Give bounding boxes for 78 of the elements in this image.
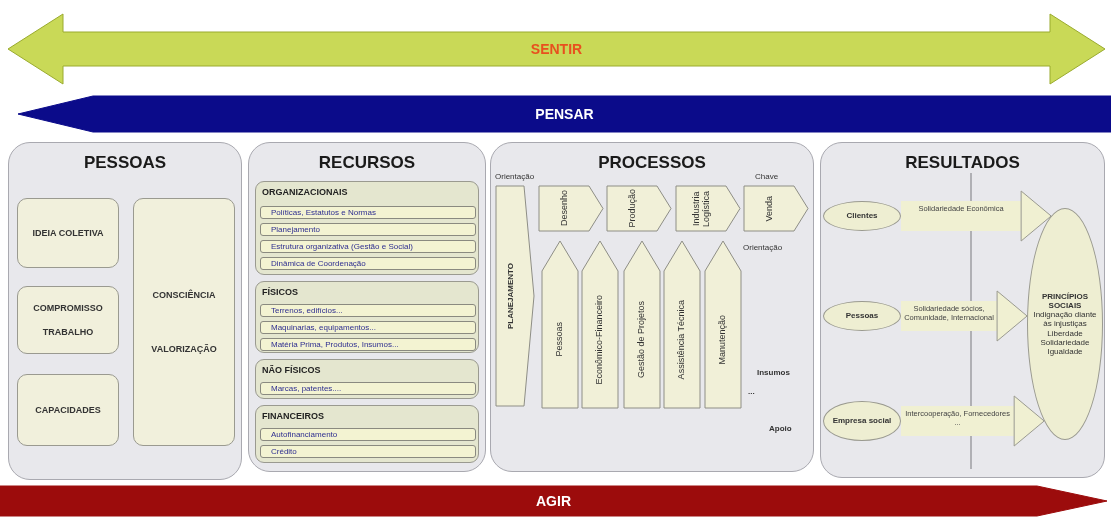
- note-label: Orientação: [743, 243, 783, 252]
- item-label: Marcas, patentes....: [271, 384, 342, 393]
- shape-label: Econômico-Financeiro: [595, 294, 605, 385]
- panel: [8, 142, 242, 480]
- category-heading: FINANCEIROS: [262, 411, 324, 421]
- band-label: PENSAR: [535, 106, 594, 122]
- concept-box: [17, 374, 119, 446]
- category-panel: [255, 181, 479, 275]
- ellipse-label: Pessoas: [844, 311, 880, 321]
- category-panel: [255, 359, 479, 399]
- ellipse: [823, 401, 901, 441]
- block-arrow: [901, 290, 1028, 342]
- ellipse-label: Clientes: [845, 211, 879, 221]
- concept-box: [17, 286, 119, 354]
- item-bar: [260, 257, 476, 270]
- band-label: SENTIR: [530, 41, 583, 57]
- item-label: Crédito: [271, 447, 297, 456]
- item-label: Dinâmica de Coordenação: [271, 259, 366, 268]
- item-label: Planejamento: [271, 225, 320, 234]
- shape-label: Produção: [628, 189, 638, 228]
- item-bar: [260, 240, 476, 253]
- shape-label: Venda: [765, 195, 775, 222]
- item-label: Matéria Prima, Produtos, Insumos...: [271, 340, 399, 349]
- item-bar: [260, 206, 476, 219]
- item-bar: [260, 321, 476, 334]
- note-label: ...: [748, 387, 755, 396]
- band-label: AGIR: [536, 493, 571, 509]
- item-label: Maquinarias, equipamentos...: [271, 323, 376, 332]
- category-panel: [255, 281, 479, 353]
- note-label: Apoio: [769, 424, 792, 433]
- shape-label: Pessoas: [555, 322, 565, 357]
- box-label: TRABALHO: [41, 327, 95, 338]
- ellipse-label: Igualdade: [1046, 346, 1084, 357]
- concept-box: [133, 198, 235, 446]
- panel: [248, 142, 486, 472]
- item-label: Políticas, Estatutos e Normas: [271, 208, 376, 217]
- panel-heading: RECURSOS: [318, 153, 416, 173]
- item-bar: [260, 304, 476, 317]
- concept-box: [17, 198, 119, 268]
- note-label: Insumos: [757, 368, 790, 377]
- item-bar: [260, 445, 476, 458]
- note-label: Orientação: [495, 172, 535, 181]
- panel-heading: PESSOAS: [83, 153, 167, 173]
- ellipse-label: PRINCÍPIOS SOCIAIS: [1040, 291, 1090, 311]
- panel-heading: PROCESSOS: [598, 153, 706, 173]
- item-bar: [260, 223, 476, 236]
- ellipse-label: Empresa social: [831, 416, 893, 426]
- ellipse-label: Indignação diante às injustiças: [1032, 310, 1098, 329]
- item-bar: [260, 428, 476, 441]
- note-label: Chave: [755, 172, 779, 181]
- ellipse-label: Solidariedade: [1039, 337, 1091, 347]
- category-heading: FÍSICOS: [262, 287, 298, 297]
- box-label: CAPACIDADES: [34, 404, 102, 416]
- panel-heading: RESULTADOS: [905, 153, 1020, 173]
- block-arrow: [901, 190, 1052, 242]
- shape-label: Assistência Técnica: [677, 299, 687, 380]
- shape-label: Gestão de Projetos: [637, 300, 647, 378]
- ellipse: [823, 301, 901, 331]
- category-heading: ORGANIZACIONAIS: [262, 187, 348, 197]
- shape-label: PLANEJAMENTO: [506, 262, 516, 330]
- ellipse: [823, 201, 901, 231]
- item-bar: [260, 382, 476, 395]
- category-panel: [255, 405, 479, 463]
- panel: [490, 142, 814, 472]
- shape-label: Desenho: [560, 190, 570, 227]
- item-label: Terrenos, edifícios...: [271, 306, 343, 315]
- category-heading: NÃO FÍSICOS: [262, 365, 321, 375]
- shape-label: Industria Logística: [692, 189, 712, 229]
- box-label: CONSCIÊNCIA: [151, 289, 217, 300]
- ellipse-label: Liberdade: [1046, 328, 1084, 338]
- item-bar: [260, 338, 476, 351]
- box-label: COMPROMISSO: [32, 302, 104, 313]
- item-label: Estrutura organizativa (Gestão e Social): [271, 242, 413, 251]
- box-label: VALORIZAÇÃO: [150, 344, 218, 355]
- shape-label: Manutenção: [718, 314, 728, 365]
- block-arrow: [901, 395, 1045, 447]
- item-label: Autofinanciamento: [271, 430, 338, 439]
- box-label: IDEIA COLETIVA: [31, 227, 105, 239]
